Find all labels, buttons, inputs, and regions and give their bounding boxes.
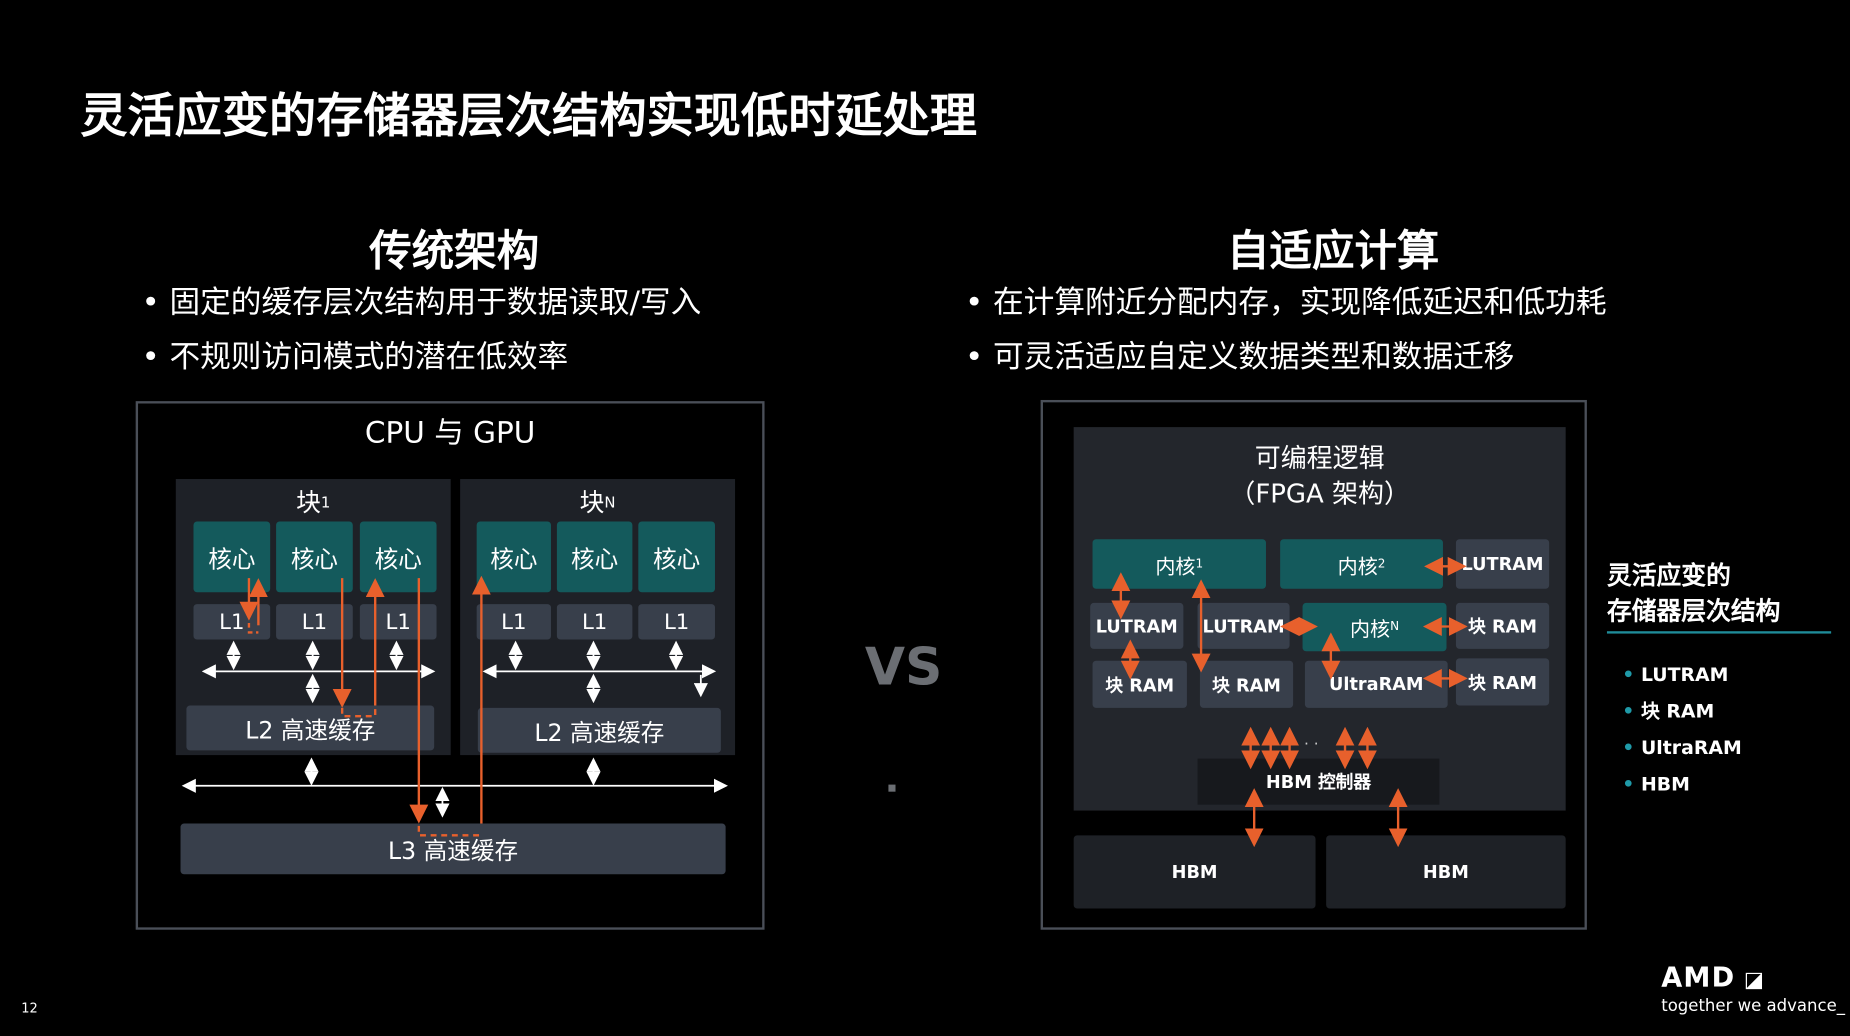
vs-label: VS [864, 637, 943, 698]
amd-logo: AMD ◪ [1661, 962, 1766, 994]
l1-cache: L1 [638, 604, 715, 640]
lutram: LUTRAM [1090, 602, 1184, 649]
l1-cache: L1 [276, 604, 353, 640]
left-bullet: • 固定的缓存层次结构用于数据读取/写入 [141, 285, 702, 321]
dot [888, 784, 896, 792]
block-ram: 块 RAM [1455, 602, 1550, 649]
left-bullet: • 不规则访问模式的潜在低效率 [141, 339, 569, 376]
hbm: HBM [1073, 835, 1316, 909]
list-item: • 块 RAM [1622, 699, 1715, 723]
list-item: • UltraRAM [1622, 736, 1742, 759]
hbm: HBM [1326, 835, 1566, 909]
sidebar-title: 灵活应变的 [1606, 561, 1731, 590]
core: 核心 [556, 521, 633, 593]
sidebar-divider [1606, 631, 1832, 634]
block-ram: 块 RAM [1455, 658, 1550, 706]
right-heading: 自适应计算 [1227, 227, 1440, 277]
l2-cache: L2 高速缓存 [186, 705, 435, 751]
fpga-title: 可编程逻辑 [1254, 444, 1385, 475]
cpu-gpu-title: CPU 与 GPU [364, 415, 536, 450]
sidebar-list: • LUTRAM • 块 RAM • UltraRAM • HBM [1622, 656, 1741, 802]
bullet-text: 不规则访问模式的潜在低效率 [169, 339, 569, 376]
l2-cache: L2 高速缓存 [477, 707, 721, 753]
ellipsis: . . . [1294, 731, 1319, 750]
tagline: together we advance_ [1661, 996, 1846, 1016]
right-bullet: • 可灵活适应自定义数据类型和数据迁移 [965, 339, 1515, 376]
core: 核心 [276, 521, 353, 593]
page-number: 12 [21, 1000, 38, 1016]
l1-cache: L1 [476, 604, 551, 640]
right-bullet: • 在计算附近分配内存，实现降低延迟和低功耗 [965, 285, 1607, 321]
list-item: • HBM [1622, 772, 1690, 796]
bullet-text: 固定的缓存层次结构用于数据读取/写入 [169, 285, 702, 321]
l3-cache: L3 高速缓存 [180, 823, 726, 875]
fpga-diagram [1040, 399, 1587, 930]
cpu-gpu-diagram [135, 401, 765, 930]
l1-cache: L1 [359, 604, 437, 640]
sidebar-title: 存储器层次结构 [1606, 597, 1781, 626]
core: 核心 [638, 521, 715, 593]
lutram: LUTRAM [1455, 539, 1550, 589]
fpga-subtitle: （FPGA 架构） [1229, 480, 1410, 510]
list-item: • LUTRAM [1622, 663, 1729, 686]
left-heading: 传统架构 [369, 227, 540, 277]
lutram: LUTRAM [1197, 602, 1290, 649]
block-ram: 块 RAM [1199, 660, 1294, 708]
l1-cache: L1 [556, 604, 633, 640]
slide-title: 灵活应变的存储器层次结构实现低时延处理 [80, 89, 977, 144]
bullet-text: 在计算附近分配内存，实现降低延迟和低功耗 [992, 285, 1607, 321]
bullet-text: 可灵活适应自定义数据类型和数据迁移 [992, 339, 1515, 376]
